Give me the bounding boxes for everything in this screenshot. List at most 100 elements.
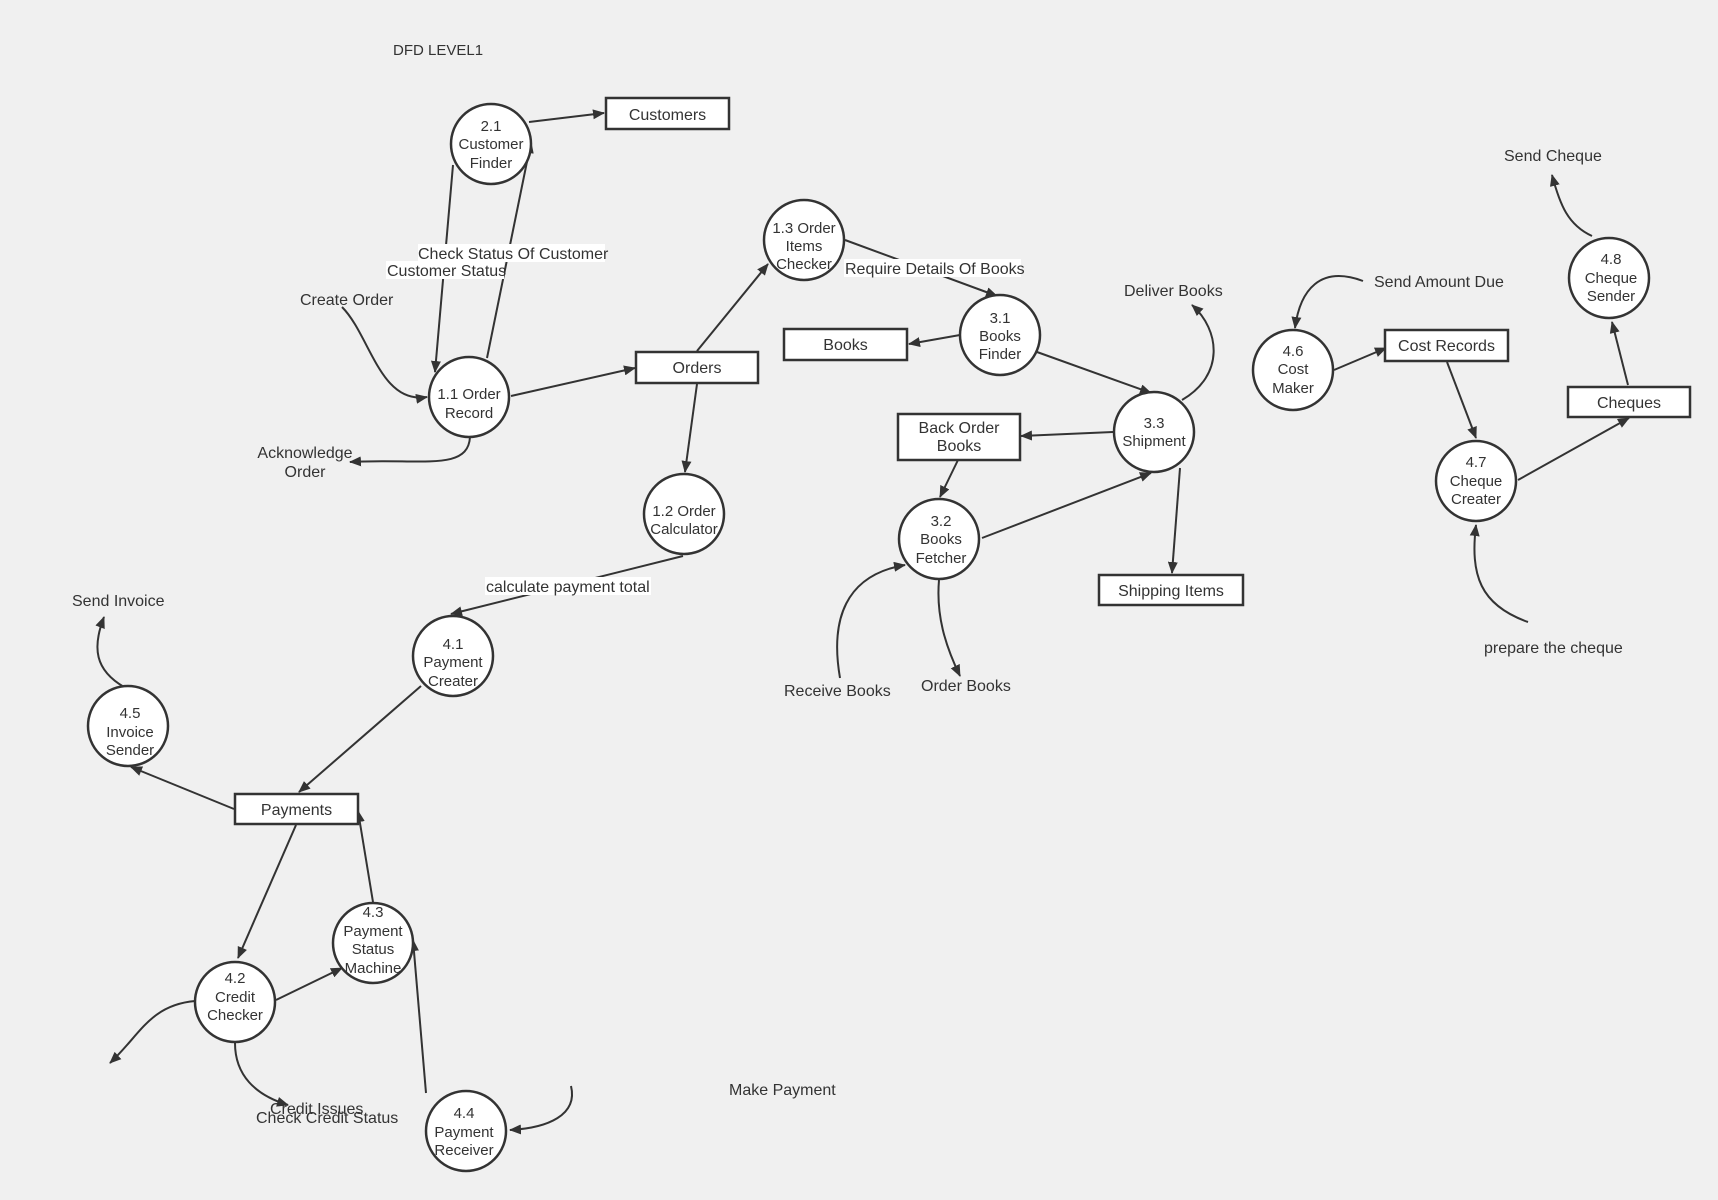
flow-check-credit-status [234,1042,289,1107]
flow-cheques-to-cheque-sender [1609,321,1629,386]
process-label-line-3: Sender [106,742,154,759]
process-label-line-2: Cheque [1450,473,1503,490]
process-3-2-books-fetcher[interactable]: 3.2 Books Fetcher [897,497,981,581]
process-label-line-3: Checker [776,256,832,273]
label-send-cheque: Send Cheque [1504,148,1602,165]
process-4-4-payment-receiver[interactable]: 4.4 Payment Receiver [424,1089,508,1173]
flow-send-cheque [1550,174,1593,237]
flow-order-record-to-orders [510,365,636,397]
process-label-line-1: 4.2 [225,970,246,987]
process-3-1-books-finder[interactable]: 3.1 Books Finder [958,293,1042,377]
process-4-5-invoice-sender[interactable]: 4.5 Invoice Sender [86,684,170,768]
process-label-line-2: Record [445,405,493,422]
store-shipping-items[interactable]: Shipping Items [1097,573,1245,607]
process-4-7-cheque-creater[interactable]: 4.7 Cheque Creater [1434,439,1518,523]
diagram-title: DFD LEVEL1 [393,42,483,59]
label-make-payment: Make Payment [729,1082,836,1099]
process-label-line-2: Payment [343,923,403,940]
process-label-line-2: Customer [458,136,523,153]
flow-orders-to-order-items-checker [696,263,769,352]
flow-customer-finder-to-customers [528,109,605,123]
flow-payment-creater-to-payments [298,685,422,793]
processes: 2.1 Customer Finder 1.1 Order Record 1.3… [86,102,1651,1173]
process-label-line-2: Cost [1278,361,1310,378]
store-label-line-1: Back Order [919,420,1001,437]
label-background [386,261,504,279]
label-send-amount-due: Send Amount Due [1374,274,1504,291]
label-order-books: Order Books [921,678,1011,695]
process-label-line-1: 4.1 [443,636,464,653]
process-label-line-3: Checker [207,1007,263,1024]
process-label-line-1: 3.3 [1144,415,1165,432]
process-1-3-order-items-checker[interactable]: 1.3 Order Items Checker [762,198,846,282]
label-send-invoice: Send Invoice [72,593,165,610]
store-orders[interactable]: Orders [634,350,760,385]
flow-labels: Check Status Of Customer Customer Status… [72,148,1623,1127]
process-label-line-1: 4.8 [1601,251,1622,268]
process-label-line-1: 4.6 [1283,343,1304,360]
flow-payment-receiver-to-payment-status-machine [408,939,427,1094]
process-label-line-2: Invoice [106,724,154,741]
store-label: Customers [629,107,706,124]
label-deliver-books: Deliver Books [1124,283,1223,300]
flow-acknowledge-order [349,436,471,467]
label-credit-issues: Credit Issues [270,1101,363,1118]
flow-cost-records-to-cheque-creater [1446,361,1477,439]
label-check-status-of-customer: Check Status Of Customer [418,246,609,263]
process-label-line-1: 4.3 [363,904,384,921]
process-3-3-shipment[interactable]: 3.3 Shipment [1112,390,1196,474]
flow-shipment-to-shipping-items [1167,467,1181,574]
store-back-order-books[interactable]: Back Order Books [896,412,1022,462]
label-prepare-the-cheque: prepare the cheque [1484,640,1623,657]
label-background [418,244,605,262]
process-1-1-order-record[interactable]: 1.1 Order Record [427,355,511,439]
flow-payment-status-machine-to-payments [354,810,374,903]
store-cost-records[interactable]: Cost Records [1383,328,1510,363]
store-cheques[interactable]: Cheques [1566,385,1692,419]
flow-shipment-to-back-order-books [1020,430,1114,441]
store-books[interactable]: Books [782,327,909,362]
process-label-line-1: 4.5 [120,705,141,722]
process-label-line-3: Finder [470,155,513,172]
data-stores: Customers Orders Books Back Order Books … [233,96,1692,826]
flow-credit-checker-to-payment-status-machine [275,967,343,1001]
process-label-line-2: Credit [215,989,256,1006]
store-label: Orders [673,360,722,377]
process-label-line-2: Books [920,531,962,548]
process-label-line-2: Shipment [1122,433,1186,450]
process-4-1-payment-creater[interactable]: 4.1 Payment Creater [411,614,495,698]
label-check-credit-status: Check Credit Status [256,1110,398,1127]
process-label-line-2: Payment [434,1124,494,1141]
process-label-line-4: Machine [345,960,402,977]
process-label-line-3: Fetcher [916,550,967,567]
process-label-line-1: 4.4 [454,1105,475,1122]
process-label-line-3: Creater [1451,491,1501,508]
label-acknowledge-order: Order [285,464,327,481]
flow-send-amount-due [1291,275,1364,329]
store-customers[interactable]: Customers [604,96,731,131]
store-label: Cost Records [1398,338,1495,355]
store-payments[interactable]: Payments [233,792,360,826]
process-2-1-customer-finder[interactable]: 2.1 Customer Finder [449,102,533,186]
process-4-2-credit-checker[interactable]: 4.2 Credit Checker [193,960,277,1044]
flow-send-invoice [95,616,125,688]
label-background [844,259,1021,277]
process-label-line-1: 1.2 Order [652,503,715,520]
process-1-2-order-calculator[interactable]: 1.2 Order Calculator [642,472,726,556]
flow-create-order [341,306,428,404]
flow-back-order-books-to-books-fetcher [939,459,959,498]
process-4-8-cheque-sender[interactable]: 4.8 Cheque Sender [1567,236,1651,320]
flow-deliver-books [1181,304,1215,401]
process-4-3-payment-status-machine[interactable]: 4.3 Payment Status Machine [331,901,415,985]
store-label-line-2: Books [937,438,981,455]
process-label-line-1: 4.7 [1466,454,1487,471]
flow-cost-maker-to-cost-records [1333,347,1387,371]
process-label-line-2: Books [979,328,1021,345]
process-4-6-cost-maker[interactable]: 4.6 Cost Maker [1251,328,1335,412]
label-customer-status: Customer Status [387,263,506,280]
flow-orders-to-order-calculator [681,383,698,473]
process-label-line-3: Finder [979,346,1022,363]
process-label-line-1: 1.3 Order [772,220,835,237]
flow-books-finder-to-shipment [1036,351,1152,394]
